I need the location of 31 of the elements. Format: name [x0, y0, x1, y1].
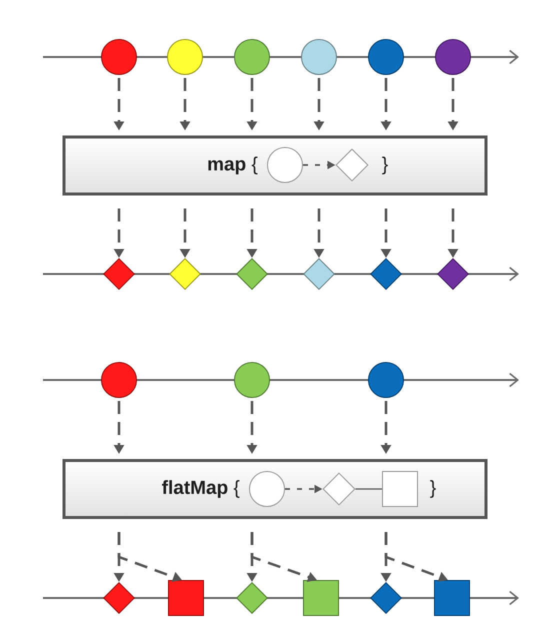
marble-diamond	[236, 582, 268, 614]
marble-diamond	[370, 258, 402, 290]
square-symbol	[382, 471, 418, 507]
marble-diamond	[169, 258, 201, 290]
connector-line	[356, 488, 382, 490]
operator-label: map {	[208, 156, 258, 174]
marble-diamond	[303, 258, 335, 290]
marble-circle	[301, 39, 337, 75]
diamond-symbol	[322, 472, 356, 506]
marble-circle	[101, 39, 137, 75]
marble-circle	[234, 39, 270, 75]
closing-brace: }	[430, 480, 436, 498]
marble-diamond	[236, 258, 268, 290]
operator-label: flatMap {	[162, 480, 240, 498]
marble-square	[303, 580, 339, 616]
circle-symbol	[267, 147, 303, 183]
marble-diamond	[370, 582, 402, 614]
marble-circle	[167, 39, 203, 75]
marble-circle	[368, 362, 404, 398]
marble-square	[434, 580, 470, 616]
closing-brace: }	[382, 156, 388, 174]
marble-circle	[234, 362, 270, 398]
marble-diamond	[103, 582, 135, 614]
circle-symbol	[249, 471, 285, 507]
marble-circle	[368, 39, 404, 75]
marble-square	[168, 580, 204, 616]
marble-diamond	[103, 258, 135, 290]
marble-circle	[435, 39, 471, 75]
diamond-symbol	[336, 148, 368, 182]
marble-circle	[101, 362, 137, 398]
marble-diamond	[437, 258, 469, 290]
